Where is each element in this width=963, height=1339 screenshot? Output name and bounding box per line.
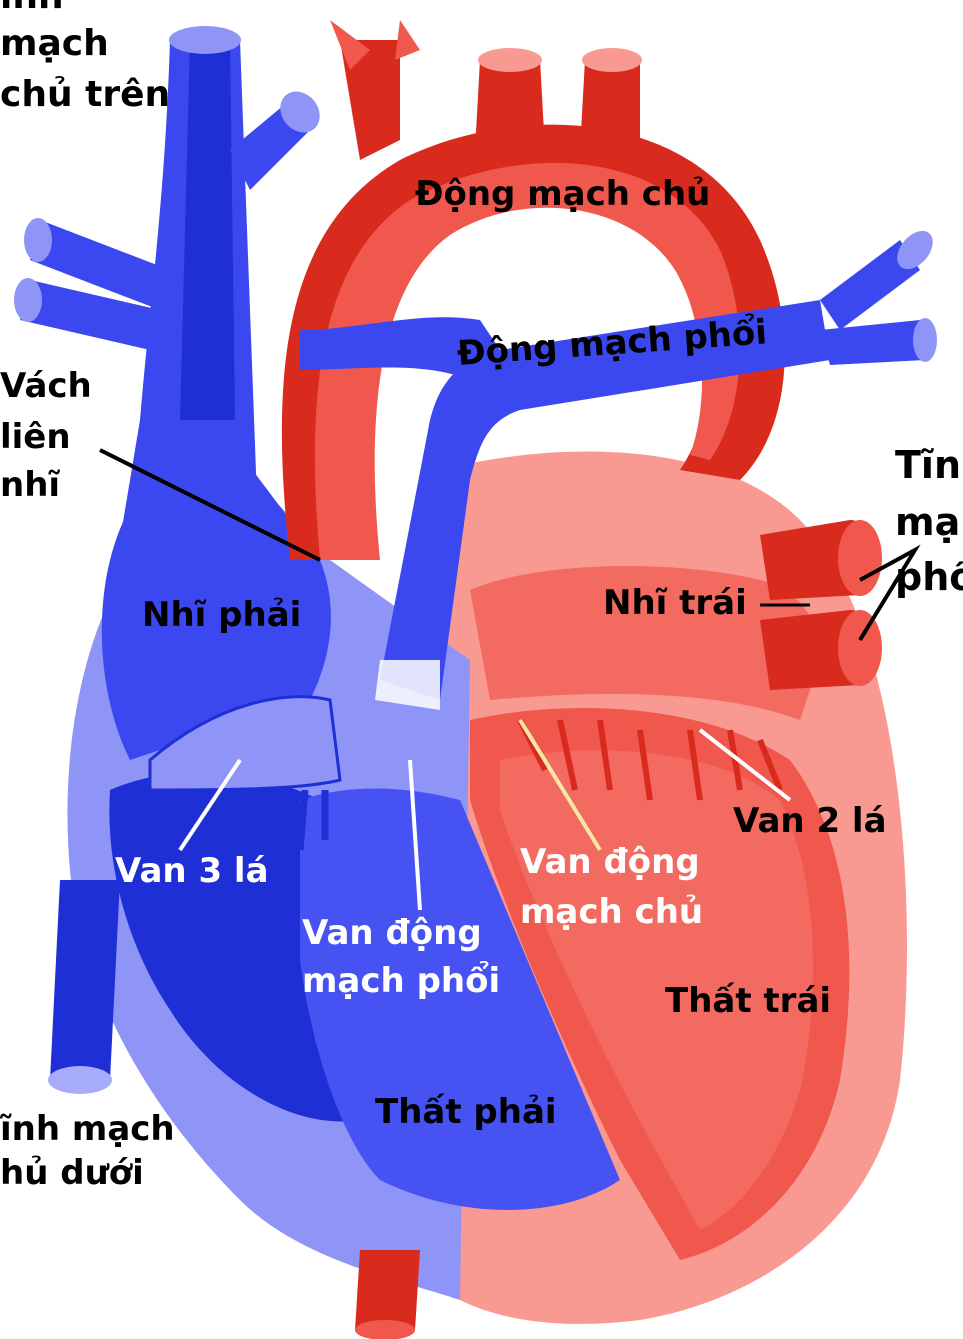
pulmonary-vein-line-3: phổ bbox=[895, 555, 963, 599]
aorta-label: Động mạch chủ bbox=[415, 174, 710, 214]
septum-line-3: nhĩ bbox=[0, 465, 60, 505]
tricuspid-valve-label: Van 3 lá bbox=[115, 851, 269, 891]
septum-line-1: Vách bbox=[0, 366, 92, 406]
aortic-valve-line-1: Van động bbox=[520, 842, 700, 882]
right-atrium-label: Nhĩ phải bbox=[142, 595, 301, 635]
aortic-valve-line-2: mạch chủ bbox=[520, 892, 703, 932]
mitral-valve-label: Van 2 lá bbox=[733, 801, 887, 841]
left-atrium-label: Nhĩ trái bbox=[603, 583, 747, 623]
inf-vena-cava-line-1: ĩnh mạch bbox=[0, 1109, 175, 1149]
descending-aorta-bottom bbox=[355, 1250, 420, 1339]
sup-vena-cava-line-3: chủ trên bbox=[0, 74, 170, 115]
pulmonary-vein-line-2: mạ bbox=[895, 500, 960, 544]
inferior-vena-cava bbox=[48, 880, 120, 1094]
sup-vena-cava-line-2: mạch bbox=[0, 23, 109, 64]
septum-line-2: liên bbox=[0, 417, 71, 457]
pulmonary-vein-line-1: Tĩn bbox=[895, 443, 961, 487]
inf-vena-cava-line-2: hủ dưới bbox=[0, 1153, 144, 1193]
pulmonary-valve-line-1: Van động bbox=[302, 913, 482, 953]
pulmonary-valve-line-2: mạch phổi bbox=[302, 960, 500, 1001]
sup-vena-cava-line-1: ĩnh bbox=[0, 0, 64, 17]
right-ventricle-label: Thất phải bbox=[375, 1092, 557, 1132]
left-ventricle-label: Thất trái bbox=[665, 981, 831, 1021]
